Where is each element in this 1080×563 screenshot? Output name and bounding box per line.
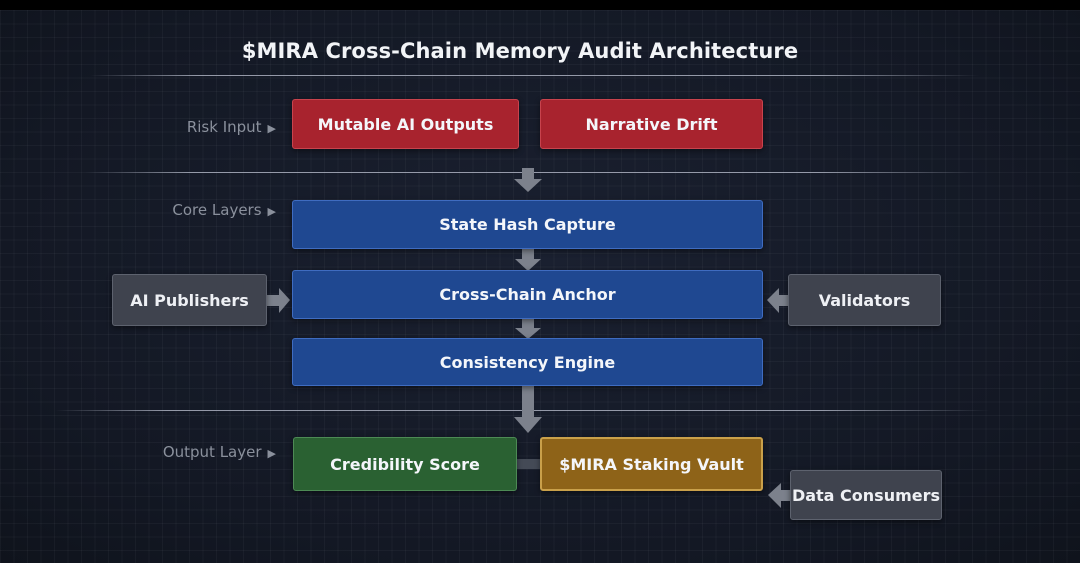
core-output-divider bbox=[55, 410, 990, 411]
lane-label-output-layer: Output Layer▶ bbox=[162, 443, 276, 461]
right-triangle-icon: ▶ bbox=[267, 205, 276, 218]
right-triangle-icon: ▶ bbox=[267, 122, 276, 135]
actor-box-ai-publishers[interactable]: AI Publishers bbox=[112, 274, 267, 326]
core-box-cross-chain-anchor[interactable]: Cross-Chain Anchor bbox=[292, 270, 763, 319]
actor-box-validators[interactable]: Validators bbox=[788, 274, 941, 326]
title-divider bbox=[90, 75, 980, 76]
core-box-state-hash-capture[interactable]: State Hash Capture bbox=[292, 200, 763, 249]
risk-box-narrative-drift[interactable]: Narrative Drift bbox=[540, 99, 763, 149]
lane-label-core-layers: Core Layers▶ bbox=[172, 201, 276, 219]
risk-core-divider bbox=[85, 172, 980, 173]
risk-box-mutable-ai-outputs[interactable]: Mutable AI Outputs bbox=[292, 99, 519, 149]
diagram-title: $MIRA Cross-Chain Memory Audit Architect… bbox=[241, 39, 799, 63]
core-box-consistency-engine[interactable]: Consistency Engine bbox=[292, 338, 763, 386]
output-box-credibility-score[interactable]: Credibility Score bbox=[293, 437, 517, 491]
lane-label-risk-input: Risk Input▶ bbox=[186, 118, 276, 136]
actor-box-data-consumers[interactable]: Data Consumers bbox=[790, 470, 942, 520]
output-box-staking-vault[interactable]: $MIRA Staking Vault bbox=[540, 437, 763, 491]
right-triangle-icon: ▶ bbox=[267, 447, 276, 460]
